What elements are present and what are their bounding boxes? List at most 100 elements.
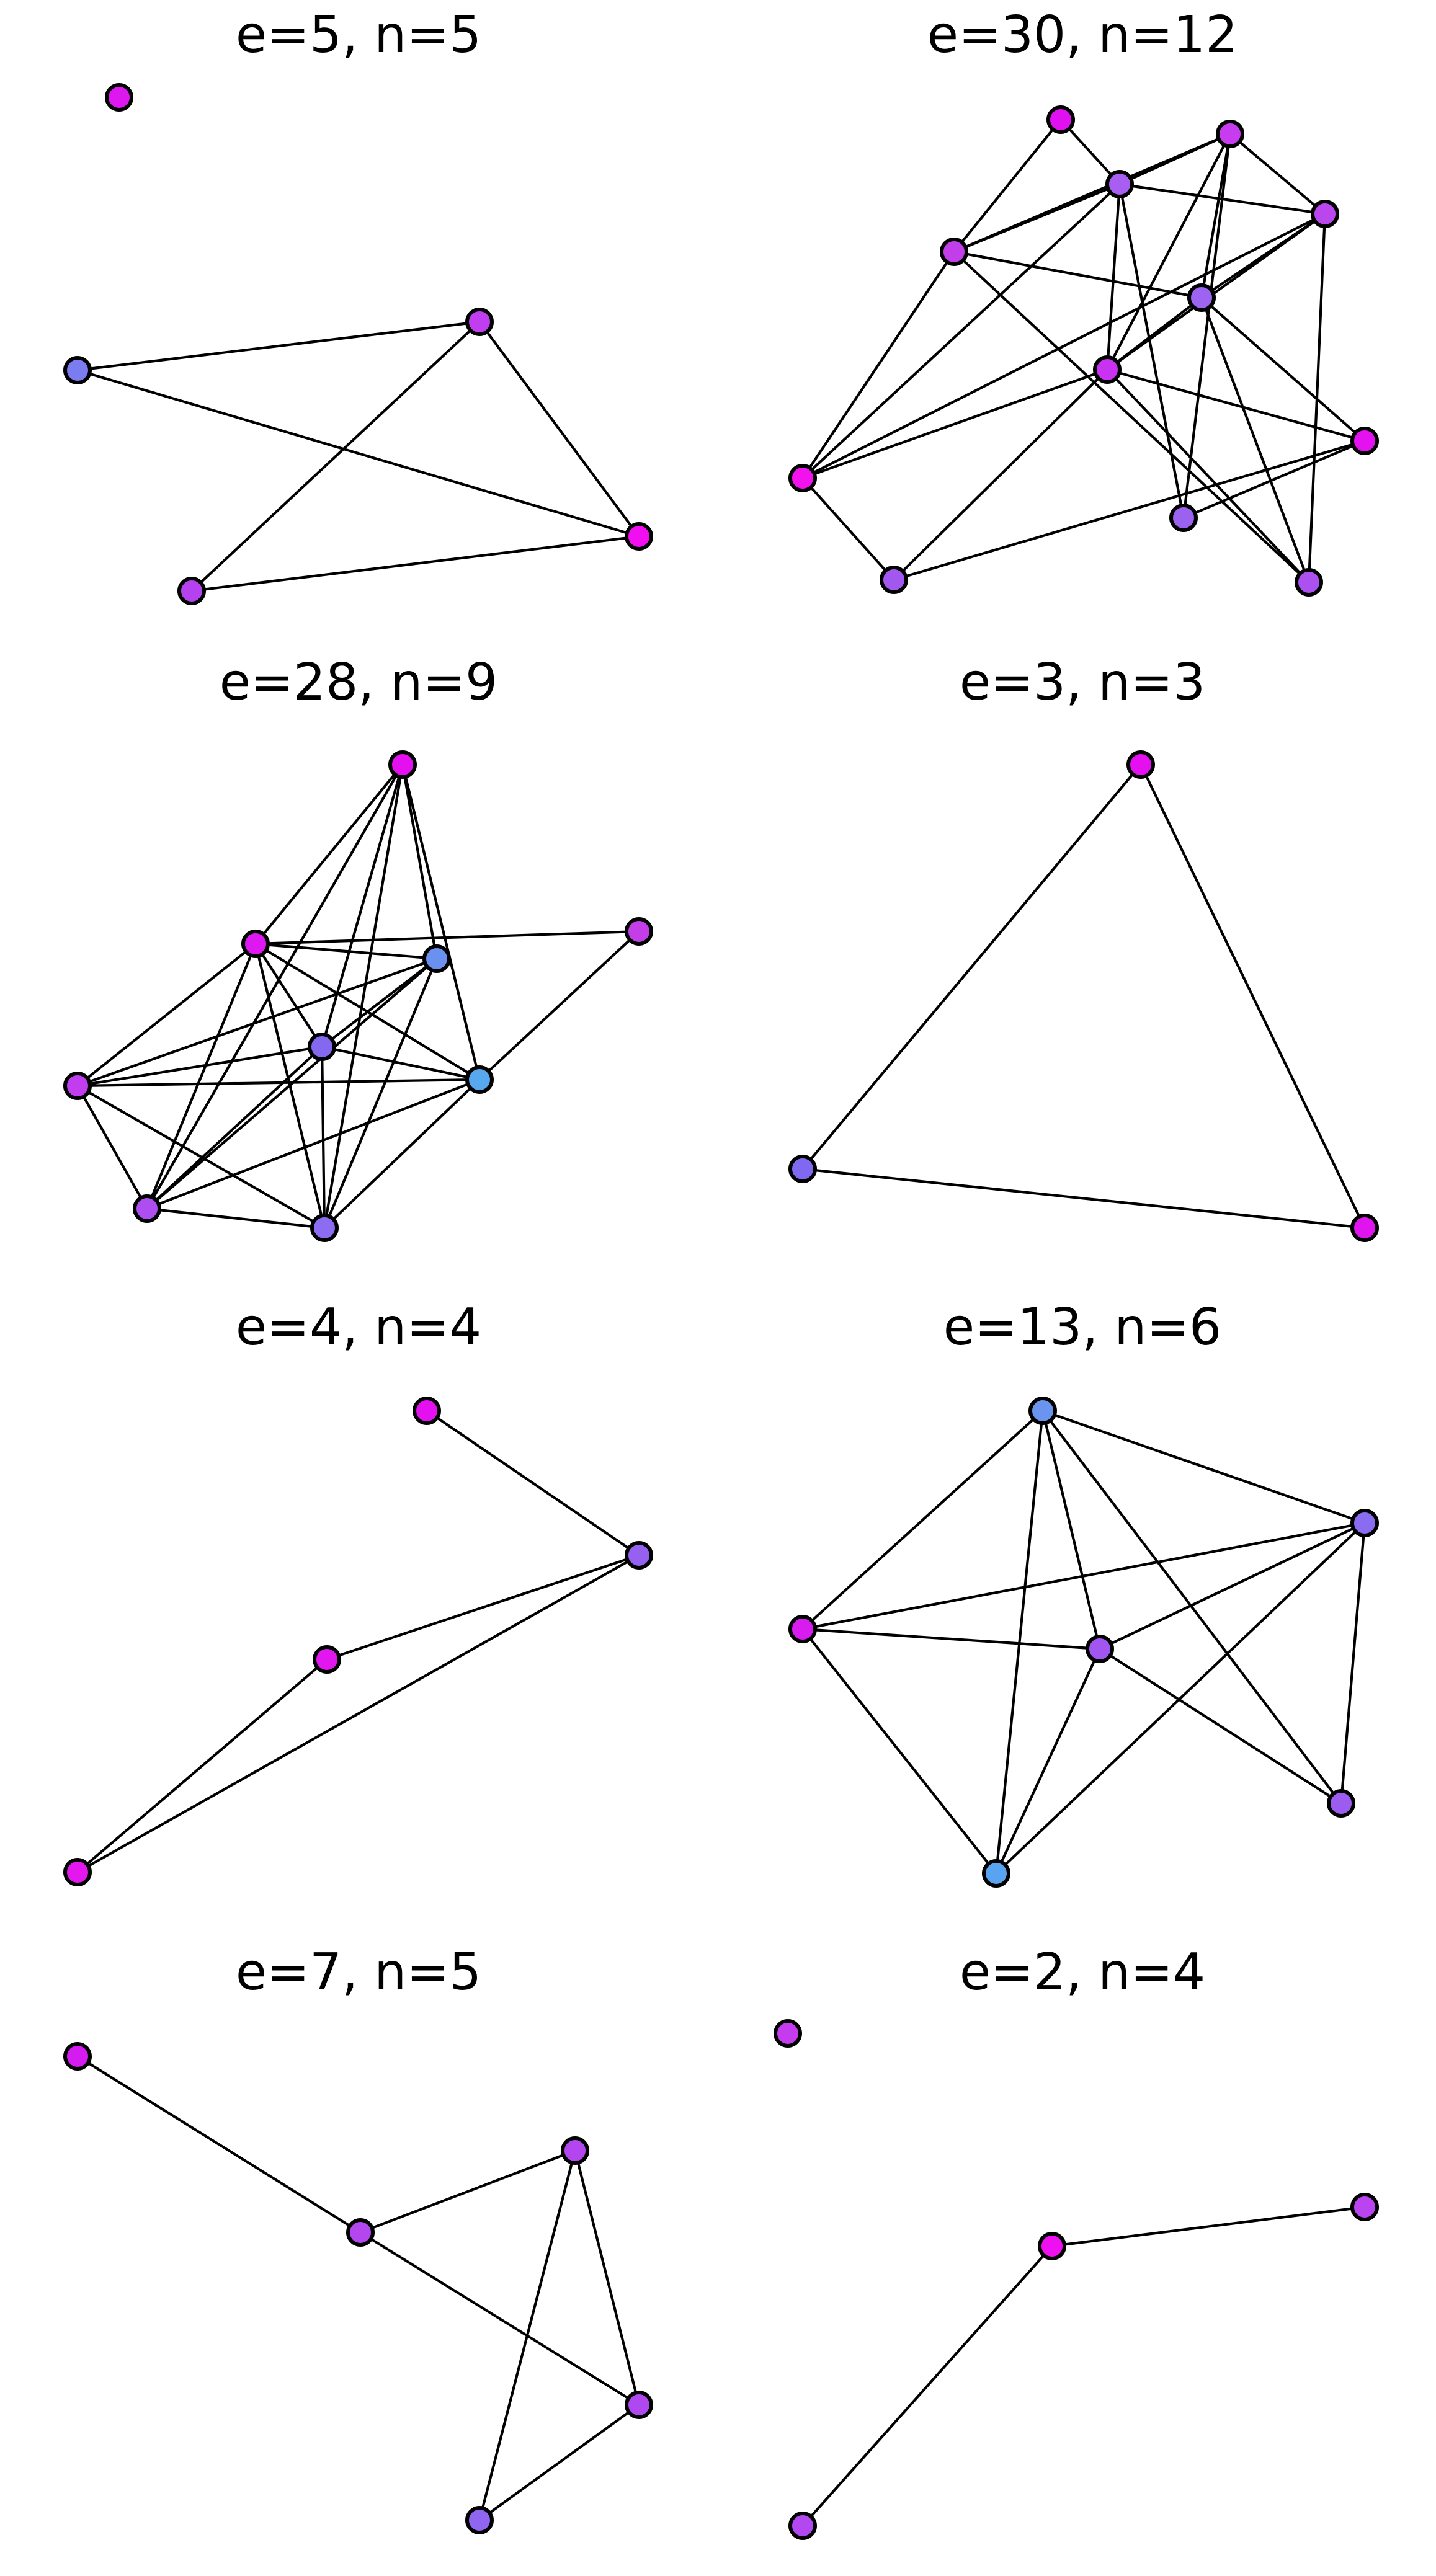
graph-node: [310, 1214, 339, 1242]
graph-node: [1038, 2232, 1066, 2260]
graph-node: [413, 1397, 441, 1425]
panel-8-nodes: [774, 2019, 1379, 2540]
graph-edge: [77, 320, 480, 372]
graph-edge: [146, 943, 257, 1209]
graph-node: [625, 1541, 653, 1570]
graph-edge: [323, 764, 404, 1228]
graph-node: [774, 2019, 802, 2048]
graph-edge: [801, 1628, 997, 1875]
graph-node: [1350, 427, 1379, 455]
panel-2-nodes: [788, 105, 1379, 597]
graph-node: [1187, 283, 1216, 312]
graph-edge: [190, 321, 481, 592]
panel-4: e=3, n=3: [788, 653, 1379, 1242]
graph-edge: [77, 957, 437, 1087]
panel-4-title: e=3, n=3: [960, 653, 1205, 712]
graph-node: [1169, 504, 1198, 532]
graph-node: [63, 1072, 92, 1100]
graph-edge: [76, 1085, 148, 1210]
graph-edge: [1107, 368, 1365, 443]
panel-7-edges: [76, 2055, 641, 2521]
panel-6-edges: [801, 1410, 1367, 1875]
graph-edge: [1106, 368, 1310, 584]
graph-node: [788, 464, 817, 492]
graph-edge: [802, 1167, 1365, 1230]
graph-edge: [76, 2055, 362, 2234]
graph-node: [1350, 1214, 1379, 1242]
graph-node: [1126, 750, 1155, 779]
graph-edge: [1106, 133, 1231, 370]
graph-node: [63, 1858, 92, 1886]
graph-edge: [1106, 296, 1203, 371]
panel-3-edges: [76, 763, 640, 1230]
panel-6: e=13, n=6: [788, 1298, 1379, 1888]
graph-node: [1028, 1397, 1057, 1425]
panel-1-nodes: [63, 83, 653, 605]
graph-edge: [255, 942, 437, 961]
panel-7-title: e=7, n=5: [236, 1943, 481, 2002]
graph-node: [788, 1615, 817, 1643]
graph-node: [1350, 2193, 1379, 2221]
graph-edge: [191, 535, 640, 593]
graph-edge: [953, 118, 1062, 253]
graph-edge: [254, 763, 404, 945]
graph-edge: [146, 1046, 323, 1210]
graph-node: [788, 1155, 817, 1183]
panel-1-title: e=5, n=5: [236, 6, 481, 64]
graph-edge: [76, 1658, 328, 1873]
panel-7: e=7, n=5: [63, 1943, 653, 2534]
graph-node: [1105, 170, 1134, 198]
panel-5-edges: [76, 1410, 640, 1873]
graph-edge: [1051, 2205, 1365, 2248]
graph-edge: [1200, 297, 1310, 583]
graph-edge: [1200, 133, 1232, 298]
graph-edge: [1041, 1410, 1342, 1805]
graph-edge: [893, 439, 1365, 582]
graph-edge: [1229, 133, 1326, 215]
graph-edge: [994, 1410, 1045, 1874]
graph-node: [1086, 1635, 1114, 1663]
graph-edge: [323, 1078, 481, 1229]
panel-4-nodes: [788, 750, 1379, 1242]
graph-node: [940, 238, 968, 266]
graph-edge: [1183, 440, 1365, 519]
graph-edge: [323, 958, 438, 1228]
panel-3: e=28, n=9: [63, 653, 653, 1242]
graph-edge: [360, 2149, 576, 2234]
panel-5-title: e=4, n=4: [236, 1298, 481, 1357]
panel-2: e=30, n=12: [788, 6, 1379, 597]
graph-node: [308, 1033, 336, 1061]
graph-edge: [1105, 184, 1122, 370]
graph-edge: [801, 183, 1121, 479]
graph-node: [313, 1645, 341, 1674]
panel-5-nodes: [63, 1397, 653, 1886]
graph-edge: [573, 2150, 641, 2405]
panel-6-nodes: [788, 1397, 1379, 1888]
graph-node: [561, 2136, 589, 2165]
graph-node: [880, 566, 908, 594]
graph-node: [982, 1859, 1010, 1888]
graph-edge: [1106, 213, 1326, 371]
graph-edge: [359, 2231, 640, 2406]
panel-7-nodes: [63, 2042, 653, 2534]
panel-5: e=4, n=4: [63, 1298, 653, 1886]
graph-node: [1311, 200, 1339, 228]
graph-node: [465, 1065, 494, 1094]
panel-8: e=2, n=4: [774, 1943, 1379, 2540]
graph-node: [105, 83, 133, 112]
graph-edge: [802, 1627, 1100, 1651]
graph-edge: [801, 2245, 1053, 2527]
panel-3-title: e=28, n=9: [220, 653, 497, 712]
graph-edge: [478, 930, 640, 1081]
graph-edge: [953, 251, 1310, 584]
graph-edge: [401, 764, 481, 1080]
graph-edge: [802, 368, 1108, 479]
graph-edge: [321, 957, 438, 1048]
graph-edge: [1139, 764, 1366, 1228]
graph-node: [625, 917, 653, 946]
graph-edge: [1099, 1522, 1365, 1650]
graph-edge: [76, 943, 257, 1087]
graph-edge: [146, 1207, 325, 1230]
graph-node: [1093, 355, 1122, 384]
graph-edge: [1339, 1522, 1367, 1804]
